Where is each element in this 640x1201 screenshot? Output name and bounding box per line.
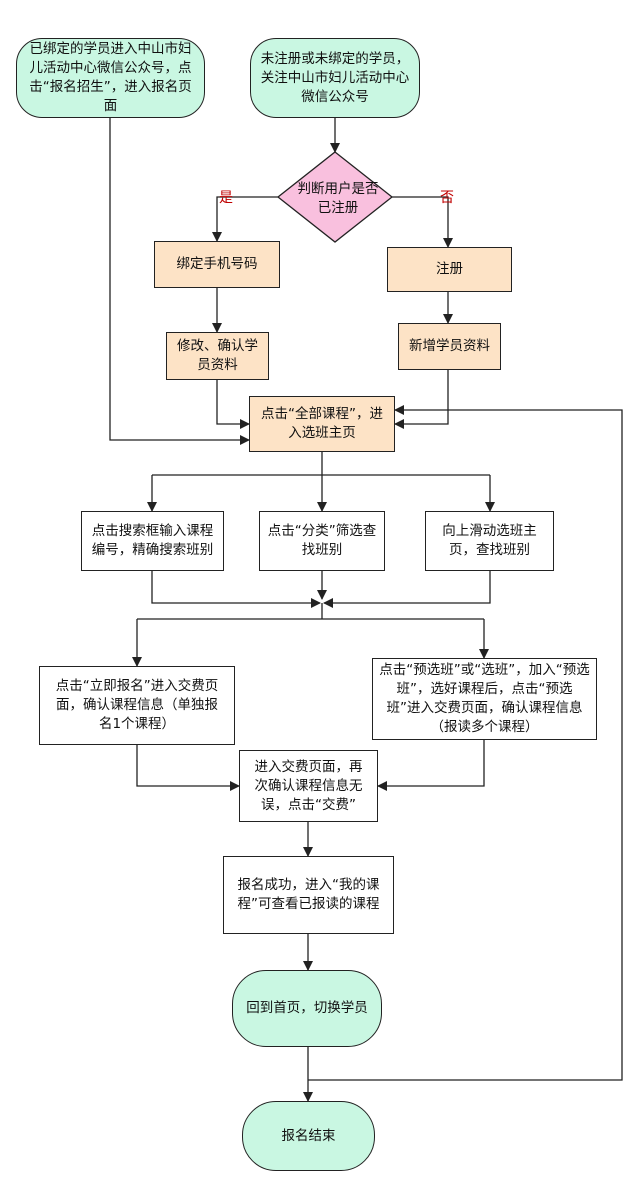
payment-node: 进入交费页面，再 次确认课程信息无 误，点击“交费” bbox=[239, 750, 378, 822]
back-to-home-node: 回到首页，切换学员 bbox=[232, 970, 382, 1047]
connector-bound-to-courses bbox=[109, 117, 250, 445]
enroll-now-node: 点击“立即报名”进入交费页 面，确认课程信息（单独报 名1个课程） bbox=[39, 666, 235, 745]
connector-edit-to-courses bbox=[216, 380, 250, 429]
connector-add-to-courses bbox=[394, 370, 449, 429]
enroll-success-node: 报名成功，进入“我的课 程”可查看已报读的课程 bbox=[223, 856, 394, 934]
all-courses-node: 点击“全部课程”，进 入选班主页 bbox=[249, 396, 395, 452]
connector-preselect-to-payment bbox=[377, 740, 485, 791]
connector-scroll-merge bbox=[323, 571, 491, 608]
bind-phone-node: 绑定手机号码 bbox=[154, 241, 280, 288]
connector-loop-back bbox=[308, 405, 623, 1081]
connector-search-merge bbox=[151, 571, 321, 608]
search-box-node: 点击搜索框输入课程 编号，精确搜索班别 bbox=[81, 511, 224, 571]
connector-decision-yes bbox=[212, 196, 278, 242]
start-bound-student-node: 已绑定的学员进入中山市妇 儿活动中心微信公众号，点 击“报名招生”，进入报名页面 bbox=[16, 38, 205, 118]
start-unregistered-student-node: 未注册或未绑定的学员， 关注中山市妇儿活动中心 微信公众号 bbox=[250, 38, 420, 118]
decision-diamond bbox=[276, 151, 394, 243]
category-filter-node: 点击“分类”筛选查 找班别 bbox=[259, 511, 385, 571]
connector-courses-split bbox=[152, 452, 490, 476]
preselect-class-node: 点击“预选班”或“选班”，加入“预选 班”，选好课程后，点击“预选 班”进入交费… bbox=[372, 658, 597, 740]
scroll-page-node: 向上滑动选班主 页，查找班别 bbox=[425, 511, 554, 571]
yes-branch-label: 是 bbox=[219, 190, 233, 206]
add-student-info-node: 新增学员资料 bbox=[398, 323, 501, 370]
decision-text: 判断用户是否 已注册 bbox=[297, 181, 379, 216]
register-node: 注册 bbox=[387, 247, 512, 292]
connector-merge-split bbox=[137, 603, 484, 620]
no-branch-label: 否 bbox=[440, 190, 454, 206]
enroll-end-node: 报名结束 bbox=[242, 1101, 375, 1171]
connector-enroll-to-payment bbox=[136, 745, 240, 791]
connector-decision-no bbox=[392, 196, 453, 248]
edit-student-info-node: 修改、确认学 员资料 bbox=[166, 332, 269, 380]
